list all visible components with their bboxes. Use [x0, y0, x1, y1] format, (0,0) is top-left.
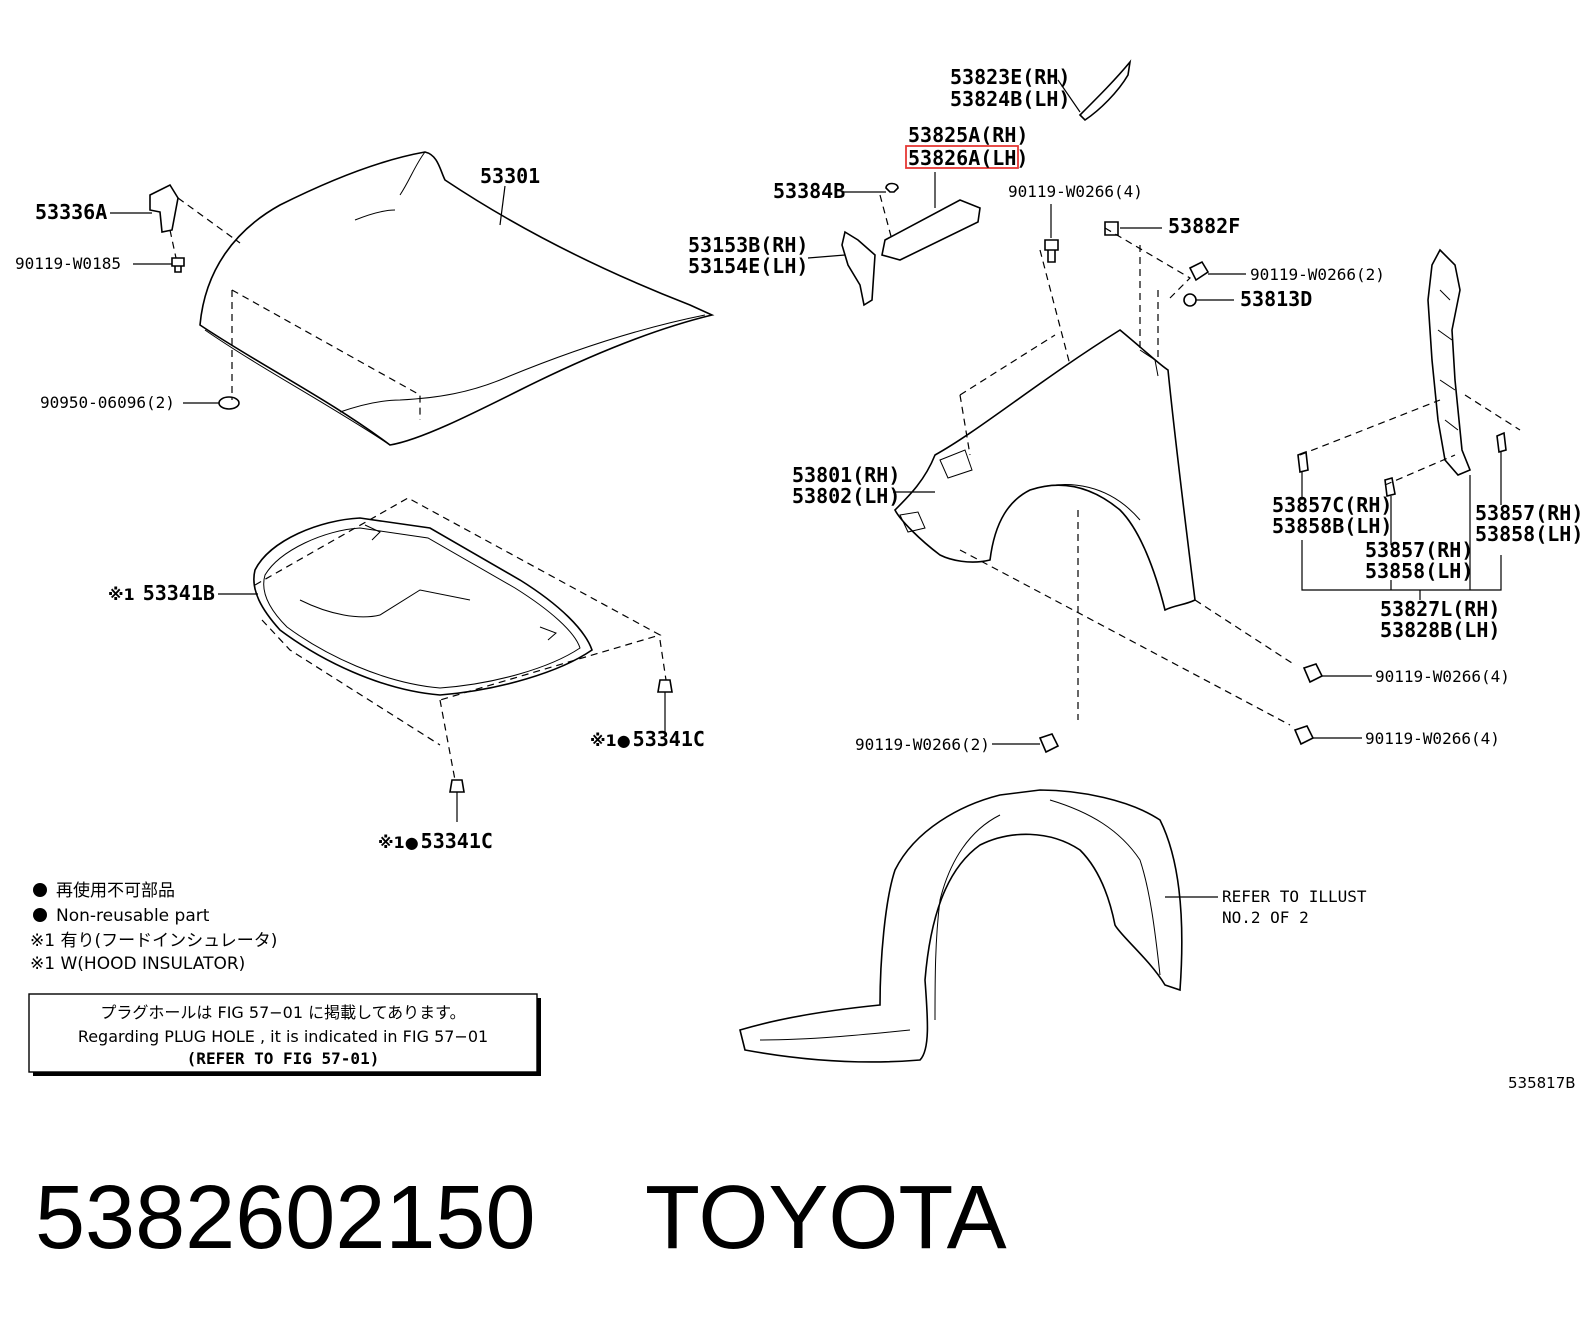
svg-text:53857C(RH): 53857C(RH) — [1272, 493, 1392, 517]
svg-text:53823E(RH): 53823E(RH) — [950, 65, 1070, 89]
cushion-icon — [218, 396, 240, 410]
label-cushion[interactable]: 90950-06096(2) — [40, 393, 175, 412]
legend: 再使用不可部品 Non-reusable part ※1 有り(フードインシュレ… — [30, 880, 277, 974]
non-reusable-bullet-icon — [33, 908, 47, 922]
svg-text:53827L(RH): 53827L(RH) — [1380, 597, 1500, 621]
label-fender[interactable]: 53801(RH) 53802(LH) — [792, 463, 900, 508]
label-liner-reference[interactable]: REFER TO ILLUST NO.2 OF 2 — [1222, 887, 1367, 927]
hood-hinge-icon — [149, 183, 179, 259]
legend-line-4: ※1 W(HOOD INSULATOR) — [30, 954, 245, 974]
hood-drawing — [177, 151, 715, 446]
label-bolt-top[interactable]: 90119-W0266(4) — [1008, 182, 1143, 201]
label-bracket[interactable]: 53153B(RH) 53154E(LH) — [688, 233, 808, 278]
legend-line-1: 再使用不可部品 — [56, 880, 175, 901]
fender-drawing — [894, 227, 1296, 726]
bolt-lower-icon — [1293, 725, 1315, 746]
legend-line-2: Non-reusable part — [56, 906, 210, 926]
notice-box: プラグホールは FIG 57−01 に掲載してあります。 Regarding P… — [28, 993, 541, 1076]
label-hood-panel[interactable]: 53301 — [480, 164, 540, 188]
svg-text:53153B(RH): 53153B(RH) — [688, 233, 808, 257]
fender-seal-icon — [879, 194, 981, 261]
bolt-top-right-icon — [1188, 260, 1210, 282]
label-seal[interactable]: 53825A(RH) 53826A(LH) — [905, 123, 1028, 170]
fender-molding-icon — [1078, 59, 1132, 122]
diagram-code: 535817B — [1508, 1074, 1576, 1092]
label-bolt-top-right[interactable]: 90119-W0266(2) — [1250, 265, 1385, 284]
fender-rear-seal-icon — [1299, 248, 1521, 486]
label-clip-53384b[interactable]: 53384B — [773, 179, 845, 203]
label-rear-seal[interactable]: 53827L(RH) 53828B(LH) — [1380, 597, 1500, 642]
label-clip-53813d[interactable]: 53813D — [1240, 287, 1312, 311]
svg-text:53801(RH): 53801(RH) — [792, 463, 900, 487]
bracket-53153b-icon — [841, 230, 876, 307]
clip-53813d-icon — [1183, 293, 1197, 307]
label-clip-857c[interactable]: 53857C(RH) 53858B(LH) — [1272, 493, 1392, 538]
footer-brand: TOYOTA — [645, 1168, 1007, 1268]
bolt-top-icon — [1044, 239, 1059, 263]
bolt-front-icon — [1038, 733, 1060, 754]
label-hood-hinge[interactable]: 53336A — [35, 200, 107, 224]
non-reusable-bullet-icon — [33, 883, 47, 897]
notice-line-2: Regarding PLUG HOLE , it is indicated in… — [78, 1027, 488, 1046]
label-molding[interactable]: 53823E(RH) 53824B(LH) — [950, 65, 1070, 111]
svg-text:53826A(LH): 53826A(LH) — [908, 146, 1028, 170]
svg-text:53858B(LH): 53858B(LH) — [1272, 514, 1392, 538]
svg-text:53824B(LH): 53824B(LH) — [950, 87, 1070, 111]
clip-853-icons — [1297, 431, 1507, 497]
svg-text:53802(LH): 53802(LH) — [792, 484, 900, 508]
notice-line-3: (REFER TO FIG 57-01) — [187, 1049, 380, 1068]
insulator-clip-right-icon — [657, 679, 673, 693]
svg-text:53828B(LH): 53828B(LH) — [1380, 618, 1500, 642]
label-insulator-clip-bottom[interactable]: ※1●53341C — [378, 829, 493, 853]
highlight-box — [905, 145, 1019, 169]
svg-text:REFER TO ILLUST: REFER TO ILLUST — [1222, 887, 1367, 906]
label-clip-857-right[interactable]: 53857(RH) 53858(LH) — [1475, 501, 1583, 546]
hinge-bolt-icon — [171, 257, 185, 273]
footer-part-number: 5382602150 — [35, 1168, 536, 1268]
svg-text:53857(RH): 53857(RH) — [1365, 538, 1473, 562]
svg-text:53858(LH): 53858(LH) — [1365, 559, 1473, 583]
svg-text:53154E(LH): 53154E(LH) — [688, 254, 808, 278]
label-hinge-bolt[interactable]: 90119-W0185 — [15, 254, 121, 273]
label-insulator-clip-right[interactable]: ※1●53341C — [590, 727, 705, 751]
hood-insulator-drawing — [253, 497, 667, 781]
insulator-clip-bottom-icon — [449, 779, 465, 822]
nut-53882f-icon — [1104, 221, 1119, 236]
bolt-rear-icon — [1302, 663, 1324, 684]
label-clip-857-middle[interactable]: 53857(RH) 53858(LH) — [1365, 538, 1473, 583]
notice-line-1: プラグホールは FIG 57−01 に掲載してあります。 — [100, 1003, 465, 1022]
label-nut-53882f[interactable]: 53882F — [1168, 214, 1240, 238]
clip-53384b-icon — [885, 182, 899, 193]
label-bolt-lower[interactable]: 90119-W0266(4) — [1365, 729, 1500, 748]
svg-text:53857(RH): 53857(RH) — [1475, 501, 1583, 525]
legend-line-3: ※1 有り(フードインシュレータ) — [30, 931, 277, 951]
fender-liner-drawing — [739, 789, 1183, 1063]
label-bolt-rear[interactable]: 90119-W0266(4) — [1375, 667, 1510, 686]
svg-text:53858(LH): 53858(LH) — [1475, 522, 1583, 546]
svg-text:NO.2 OF 2: NO.2 OF 2 — [1222, 908, 1309, 927]
label-bolt-front[interactable]: 90119-W0266(2) — [855, 735, 990, 754]
svg-text:53825A(RH): 53825A(RH) — [908, 123, 1028, 147]
